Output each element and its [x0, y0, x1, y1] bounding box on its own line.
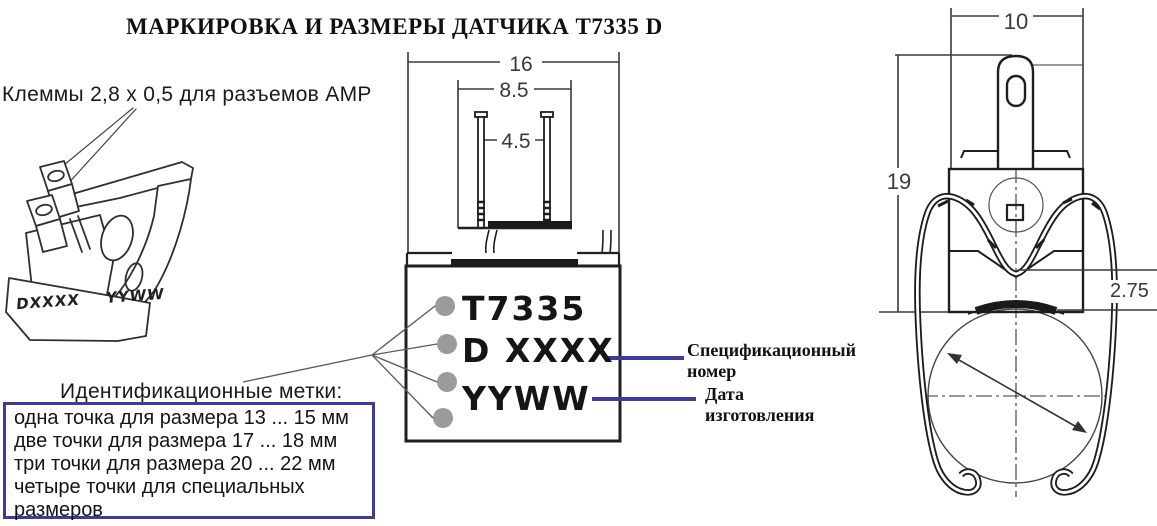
marking-spec-number: D XXXX — [462, 331, 615, 370]
dim-16-label: 16 — [500, 53, 542, 77]
pipe-circle — [927, 308, 1103, 484]
marking-model: T7335 — [462, 289, 587, 328]
dim-10-label: 10 — [999, 9, 1033, 35]
dim-19-lines — [879, 54, 1012, 313]
dim-19-label: 19 — [884, 169, 914, 195]
id-marks-line: одна точка для размера 13 ... 15 мм — [14, 407, 349, 429]
dim-8_5-label: 8.5 — [494, 79, 534, 103]
spec-number-callout: Спецификационный номер — [687, 340, 856, 381]
marking-date-code: YYWW — [462, 379, 591, 418]
spring-clip — [914, 193, 1118, 496]
page-title: МАРКИРОВКА И РАЗМЕРЫ ДАТЧИКА Т7335 D — [126, 14, 663, 39]
dim-4_5-label: 4.5 — [497, 130, 535, 154]
id-dot — [437, 372, 457, 392]
id-dot — [435, 296, 455, 316]
id-marks-box: одна точка для размера 13 ... 15 мм две … — [3, 402, 375, 521]
isometric-sensor-figure — [5, 107, 194, 342]
diameter-arrow — [947, 353, 1087, 433]
contact-patch — [974, 300, 1058, 315]
id-marks-heading: Идентификационные метки: — [60, 380, 343, 403]
terminal-hole — [47, 169, 65, 183]
id-marks-line: две точки для размера 17 ... 18 мм — [14, 430, 338, 452]
identification-dots — [433, 296, 457, 428]
manufacture-date-callout: Дата изготовления — [705, 384, 815, 425]
front-view-figure — [242, 52, 696, 443]
dim-8_5-lines — [457, 80, 572, 228]
id-marks-line: размеров — [14, 499, 103, 521]
dim-16-lines — [407, 52, 620, 253]
dim-2_75-label: 2.75 — [1110, 280, 1157, 303]
id-dot — [437, 334, 457, 354]
dim-2_75-lines — [1018, 269, 1157, 311]
center-lines — [922, 140, 1108, 497]
terminal-pins — [474, 111, 554, 229]
id-dots-leader-lines — [242, 305, 438, 419]
tab-hole — [1005, 74, 1027, 108]
terminals-label: Клеммы 2,8 х 0,5 для разъемов AMP — [2, 83, 372, 106]
terminal-hole — [35, 203, 53, 217]
id-marks-line: четыре точки для специальных — [14, 476, 305, 498]
id-marks-line: три точки для размера 20 ... 22 мм — [14, 453, 336, 475]
id-dot — [433, 408, 453, 428]
side-view-figure — [879, 8, 1157, 497]
dim-10-lines — [950, 8, 1084, 169]
